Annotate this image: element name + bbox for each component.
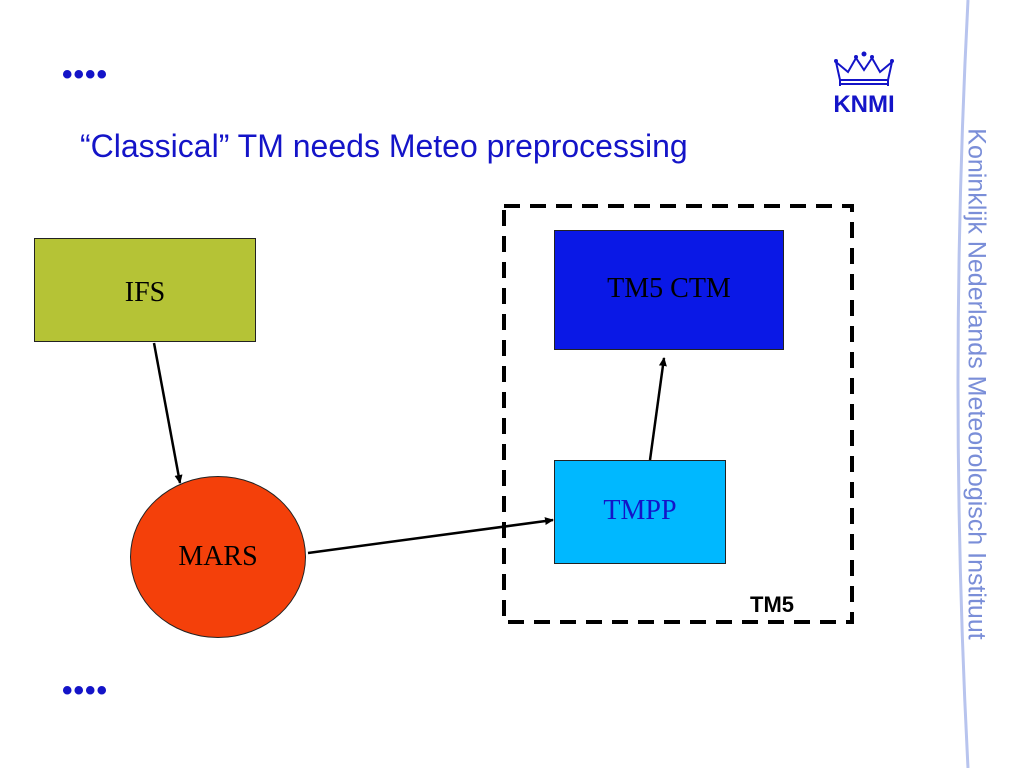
- bottom-dots: ••••: [62, 674, 109, 707]
- tm5-group-label: TM5: [750, 592, 794, 617]
- node-tmpp-label: TMPP: [603, 495, 677, 526]
- node-ifs: IFS: [34, 238, 256, 342]
- edge-ifs-mars: [152, 342, 183, 484]
- top-dots: ••••: [62, 58, 109, 91]
- node-tmpp: TMPP: [554, 460, 726, 564]
- node-mars: MARS: [130, 476, 306, 638]
- knmi-logo: KNMI: [822, 50, 906, 120]
- node-ifs-label: IFS: [124, 277, 166, 308]
- tm5-group-box: [502, 204, 854, 624]
- node-tm5-ctm-label: TM5 CTM: [607, 273, 731, 304]
- node-mars-label: MARS: [178, 541, 258, 572]
- edge-mars-tmpp: [307, 517, 554, 555]
- crown-icon: KNMI: [833, 51, 895, 118]
- side-band: [956, 0, 1024, 768]
- slide-title: “Classical” TM needs Meteo preprocessing: [80, 128, 688, 164]
- node-tm5-ctm: TM5 CTM: [554, 230, 784, 350]
- edge-tmpp-tm5ctm: [648, 357, 667, 461]
- logo-text: KNMI: [833, 91, 894, 118]
